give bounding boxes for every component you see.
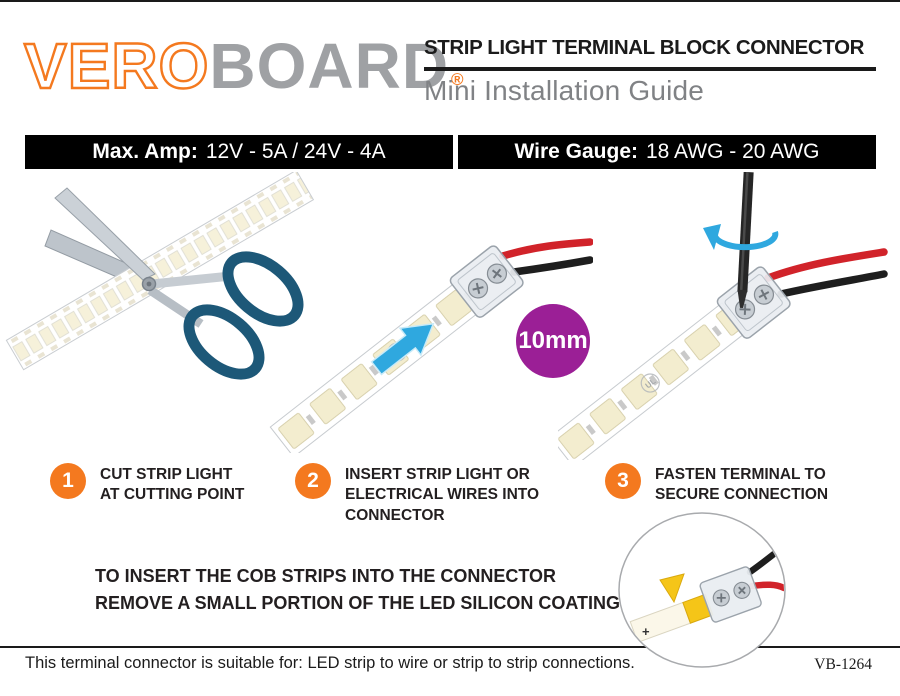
scissors-handle xyxy=(183,304,265,380)
scissors-pivot-screw xyxy=(146,281,152,287)
step1-illustration xyxy=(5,172,315,380)
wire-gauge-value: 18 AWG - 20 AWG xyxy=(646,140,820,163)
step3-text: FASTEN TERMINAL TO SECURE CONNECTION xyxy=(655,466,829,504)
scissors-shank xyxy=(151,271,232,289)
max-amp-bar: Max. Amp: 12V - 5A / 24V - 4A xyxy=(25,135,453,169)
terminal-screw xyxy=(733,581,751,599)
red-wire xyxy=(748,581,784,592)
red-wire xyxy=(764,248,888,282)
scissors-upper-blade xyxy=(54,187,156,281)
size-badge-label: 10mm xyxy=(518,327,588,354)
screwdriver xyxy=(737,172,754,308)
wire-gauge-label: Wire Gauge: xyxy=(514,140,639,163)
step2-number-badge: 2 xyxy=(295,463,331,499)
black-wire xyxy=(510,256,593,276)
step2-illustration: UL xyxy=(269,238,593,453)
footer-divider xyxy=(0,646,900,648)
terminal-screw xyxy=(712,589,730,607)
insert-arrow-icon xyxy=(370,322,435,376)
page-subtitle: Mini Installation Guide xyxy=(424,75,705,106)
top-border xyxy=(0,0,900,2)
polarity-mark: + xyxy=(642,624,650,639)
step1-caption: 1 CUT STRIP LIGHT AT CUTTING POINT xyxy=(50,463,244,506)
rotate-arrow-head xyxy=(703,224,721,250)
step1-number-badge: 1 xyxy=(50,463,86,499)
scissors-handle xyxy=(222,251,304,327)
cob-note-line1: TO INSERT THE COB STRIPS INTO THE CONNEC… xyxy=(95,566,557,586)
led-strip: UL xyxy=(269,279,482,453)
step3-number-badge: 3 xyxy=(605,463,641,499)
step2-text: INSERT STRIP LIGHT OR ELECTRICAL WIRES I… xyxy=(345,466,540,524)
header-titles: STRIP LIGHT TERMINAL BLOCK CONNECTOR Min… xyxy=(424,36,876,107)
cob-note: TO INSERT THE COB STRIPS INTO THE CONNEC… xyxy=(95,563,625,617)
rotate-arrow-icon xyxy=(712,231,779,251)
step3-caption: 3 FASTEN TERMINAL TO SECURE CONNECTION xyxy=(605,463,828,506)
logo-board-text: BOARD xyxy=(209,30,449,102)
veroboard-logo: VEROBOARD® xyxy=(23,29,465,103)
step1-text: CUT STRIP LIGHT AT CUTTING POINT xyxy=(100,466,245,504)
terminal-connector xyxy=(716,266,791,339)
footer-text: This terminal connector is suitable for:… xyxy=(25,654,635,672)
peel-arrow-icon xyxy=(659,573,685,604)
cob-note-line2: REMOVE A SMALL PORTION OF THE LED SILICO… xyxy=(95,593,626,613)
terminal-screw xyxy=(486,263,508,284)
max-amp-value: 12V - 5A / 24V - 4A xyxy=(205,140,386,163)
logo-registered-mark: ® xyxy=(451,70,465,89)
step2-caption: 2 INSERT STRIP LIGHT OR ELECTRICAL WIRES… xyxy=(295,463,539,526)
terminal-connector xyxy=(449,245,524,318)
cob-inset-illustration: + xyxy=(618,512,786,668)
page-title: STRIP LIGHT TERMINAL BLOCK CONNECTOR xyxy=(424,36,865,59)
document-code: VB-1264 xyxy=(814,656,872,673)
terminal-screw xyxy=(753,284,775,305)
terminal-screw xyxy=(467,278,489,299)
logo-vero-text: VERO xyxy=(24,30,209,102)
max-amp-label: Max. Amp: xyxy=(92,140,198,163)
black-wire xyxy=(777,270,888,298)
step3-illustration: UL xyxy=(558,172,888,460)
size-badge: 10mm xyxy=(516,304,590,378)
red-wire xyxy=(499,238,593,260)
terminal-connector xyxy=(699,566,762,623)
wire-gauge-bar: Wire Gauge: 18 AWG - 20 AWG xyxy=(458,135,876,169)
title-divider xyxy=(424,67,876,71)
svg-text:VEROBOARD®: VEROBOARD® xyxy=(24,30,465,102)
